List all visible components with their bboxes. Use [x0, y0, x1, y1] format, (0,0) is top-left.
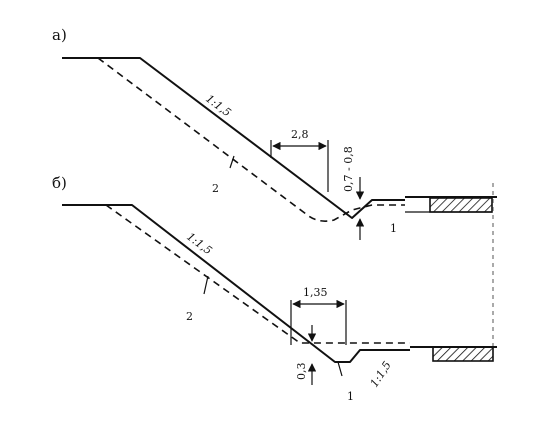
- profile-b-width-label: 1,35: [303, 286, 328, 299]
- profile-b-depth-label: 0,3: [295, 363, 308, 381]
- profile-b-pavement: [432, 346, 494, 362]
- profile-b-solid-line: [62, 204, 410, 363]
- profile-a-slope-label: 1:1,5: [203, 92, 233, 119]
- profile-a-dashed-line: [97, 57, 405, 222]
- profile-b-label-1: 1: [347, 390, 354, 403]
- profile-a-pavement: [429, 197, 493, 213]
- profile-a-label-1: 1: [390, 222, 397, 235]
- profile-b-leader-1: [337, 361, 343, 377]
- profile-b-label-2: 2: [186, 310, 193, 323]
- profile-a-label-2: 2: [212, 182, 219, 195]
- profile-a-solid-line: [62, 57, 405, 219]
- profile-a-leader-2: [229, 155, 235, 169]
- profile-a: а) 1:1,5 2,8 0,7 - 0,8 2 1: [52, 26, 497, 240]
- profile-b-dashed-line: [105, 204, 410, 344]
- profile-a-label: а): [52, 26, 67, 44]
- profile-b-slope-label: 1:1,5: [184, 230, 214, 257]
- profile-a-depth-label: 0,7 - 0,8: [342, 146, 355, 192]
- profile-b-label: б): [52, 174, 67, 192]
- profile-b-leader-2: [203, 275, 209, 295]
- profile-b-ditch-slope-label: 1:1,5: [368, 359, 394, 390]
- profile-a-width-label: 2,8: [291, 128, 309, 141]
